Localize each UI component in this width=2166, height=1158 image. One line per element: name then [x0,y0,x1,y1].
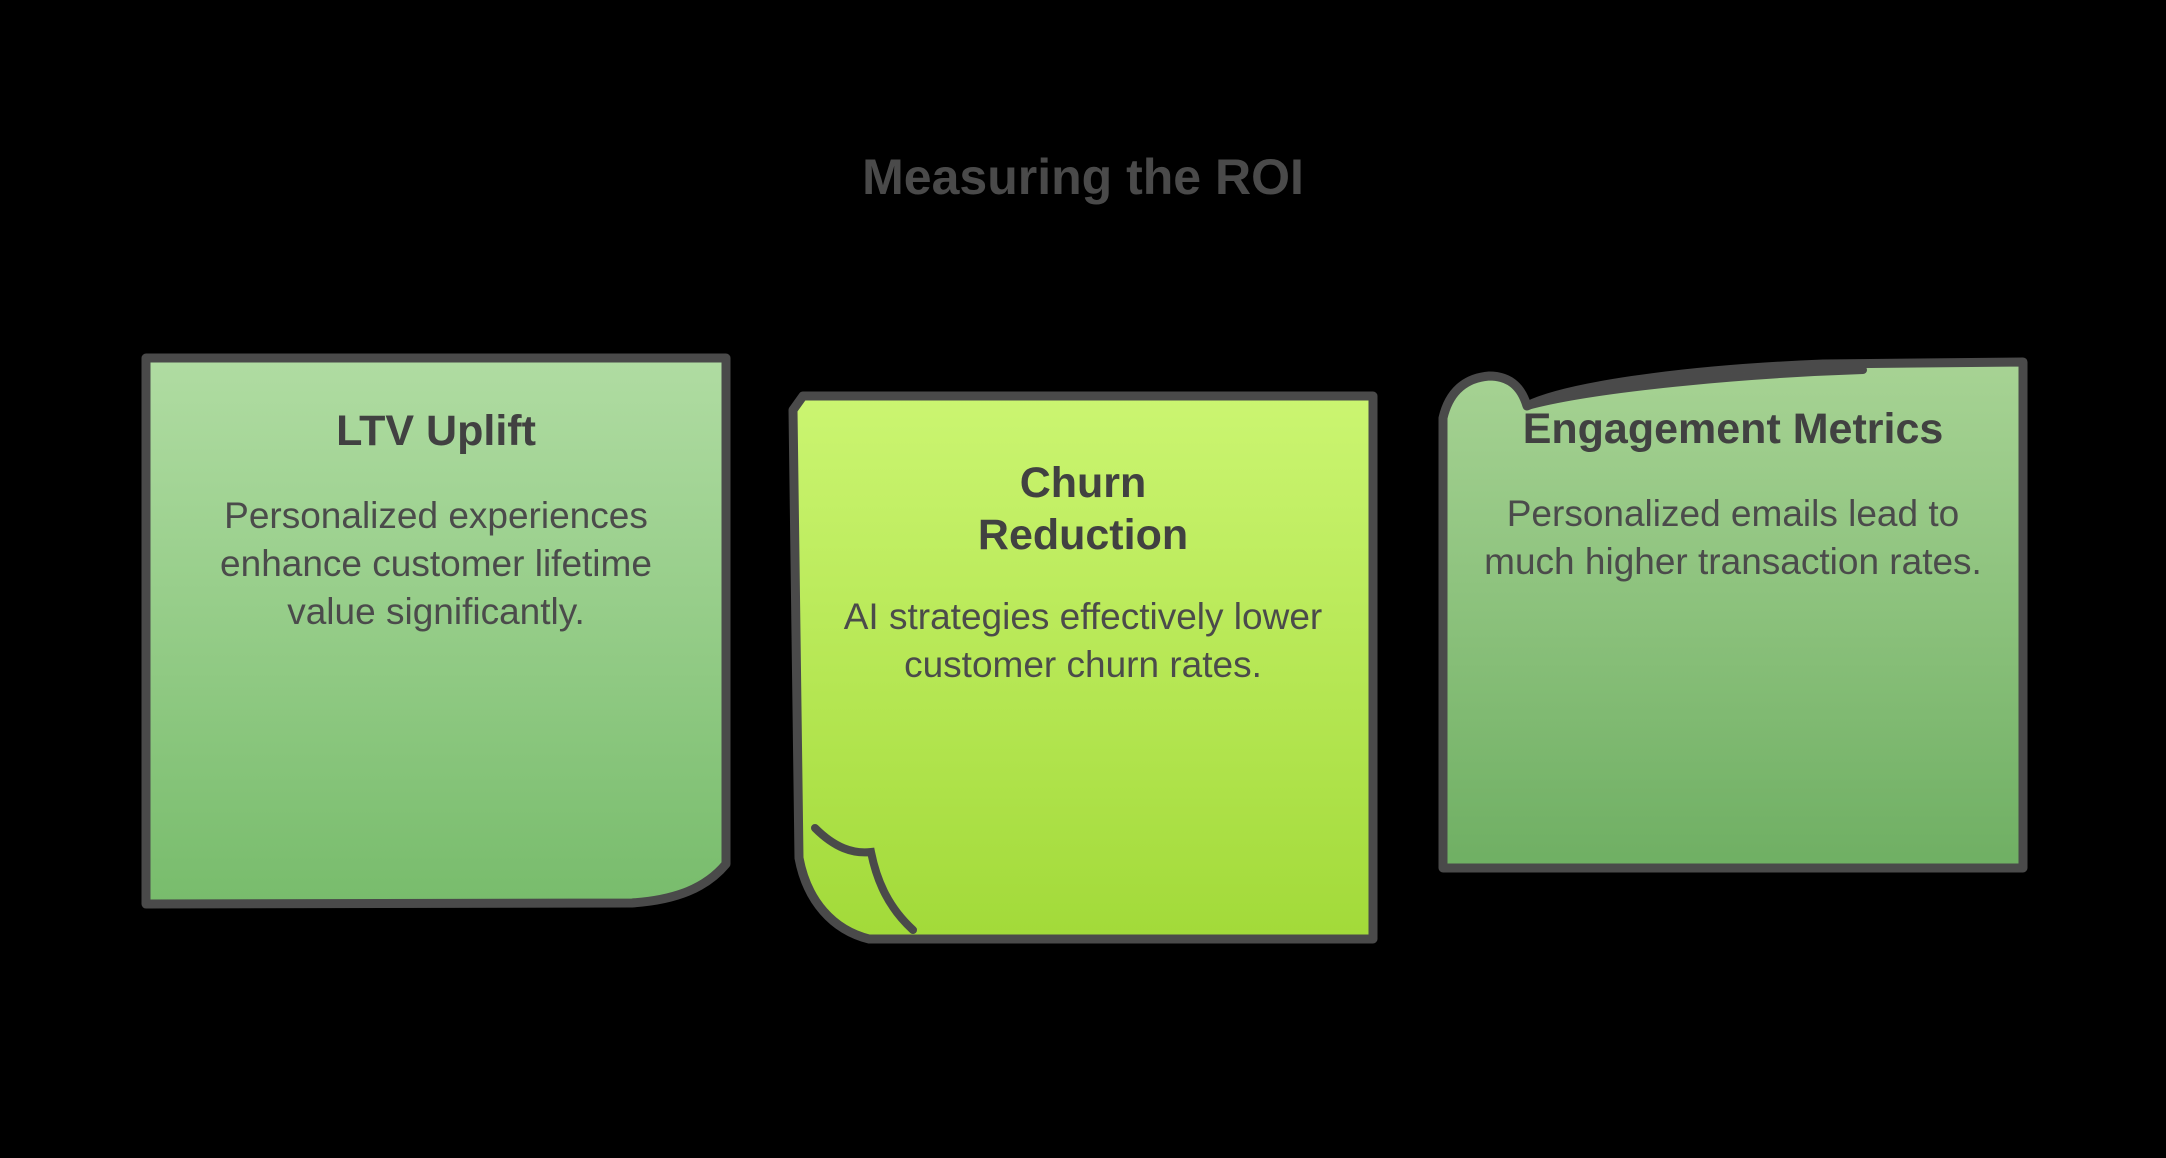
card-churn-reduction-shape [788,391,1378,944]
card-engagement-metrics-title: Engagement Metrics [1522,405,1944,453]
card-engagement-metrics[interactable]: Engagement Metrics Personalized emails l… [1438,357,2028,873]
page-title: Measuring the ROI [862,149,1304,205]
card-engagement-metrics-shape [1438,357,2028,873]
card-churn-reduction[interactable]: Churn Reduction AI strategies effectivel… [788,391,1378,944]
card-ltv-uplift-content: LTV Uplift Personalized experiences enha… [146,358,726,904]
card-ltv-uplift-title: LTV Uplift [336,407,536,455]
card-churn-reduction-content: Churn Reduction AI strategies effectivel… [793,396,1373,939]
card-churn-reduction-title: Churn Reduction [977,459,1189,559]
card-churn-reduction-body: AI strategies effectively lower customer… [843,596,1323,686]
card-engagement-metrics-body: Personalized emails lead to much higher … [1484,492,1982,582]
card-ltv-uplift-body: Personalized experiences enhance custome… [220,494,652,632]
card-ltv-uplift-shape [141,353,731,909]
card-engagement-metrics-content: Engagement Metrics Personalized emails l… [1443,358,2023,868]
card-ltv-uplift[interactable]: LTV Uplift Personalized experiences enha… [141,353,731,909]
